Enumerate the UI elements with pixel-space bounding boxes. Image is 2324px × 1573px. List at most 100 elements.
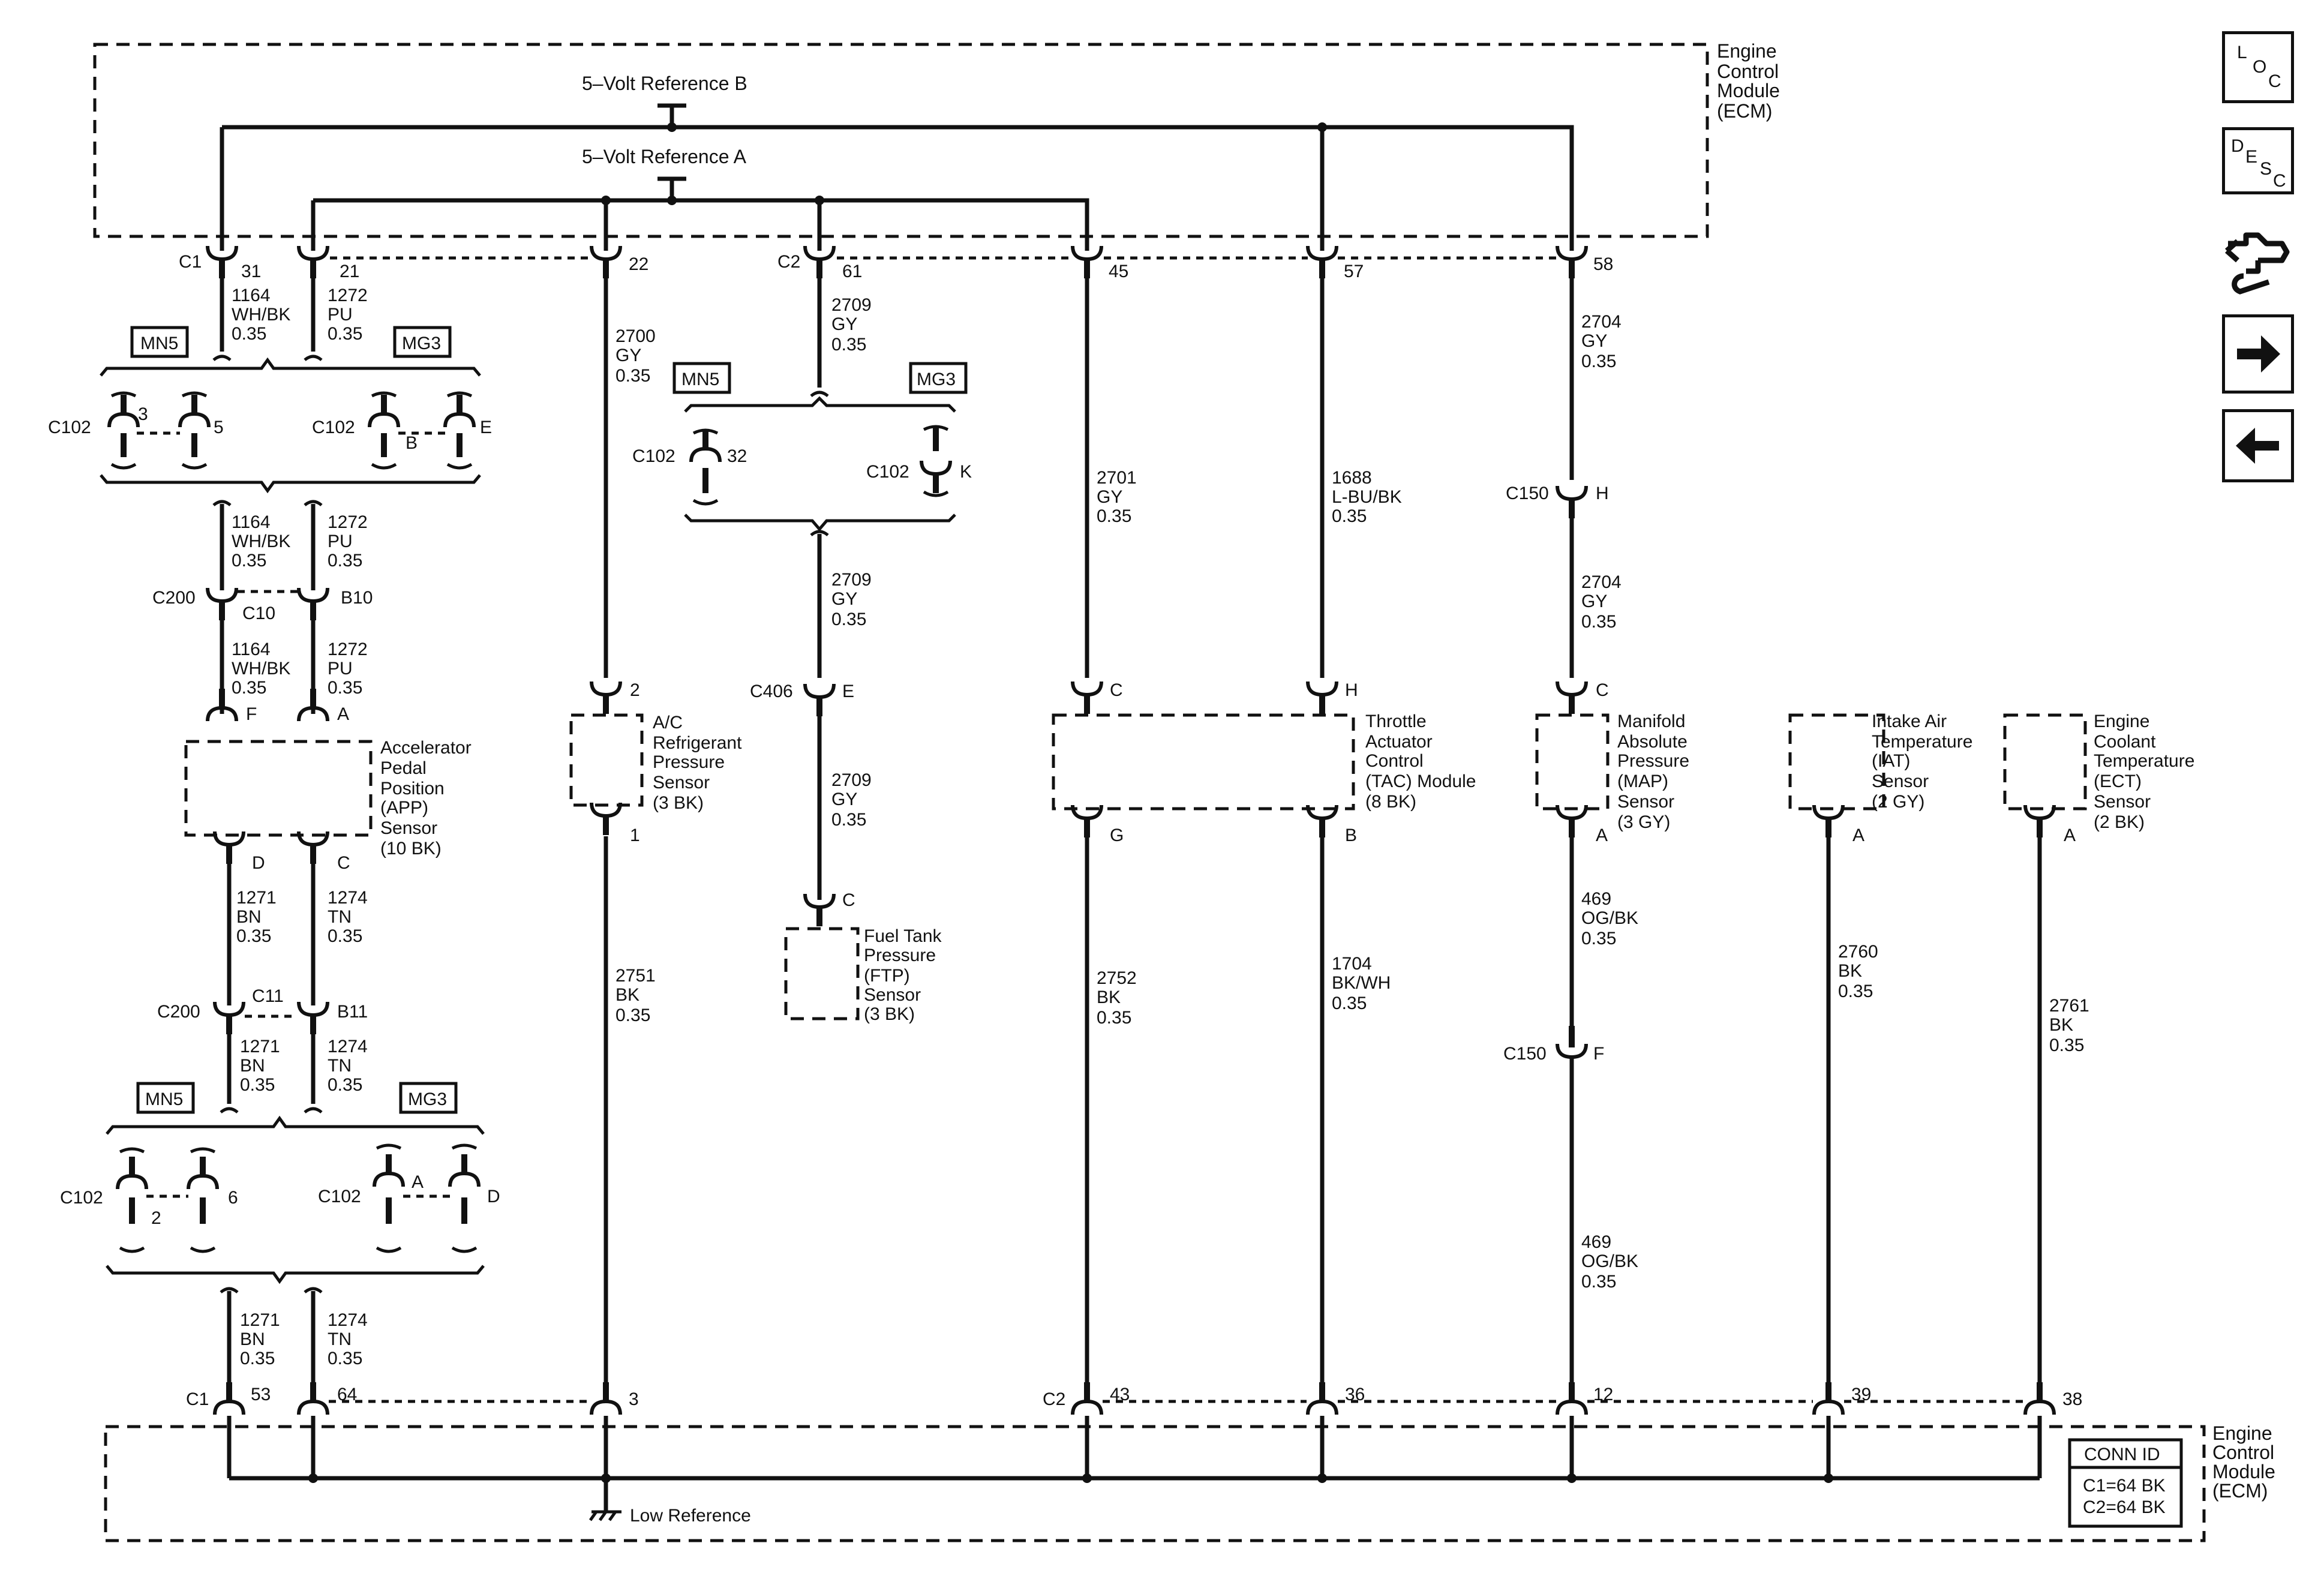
app-wires-signal-2 bbox=[227, 1034, 316, 1104]
svg-text:1271: 1271 bbox=[240, 1037, 280, 1056]
svg-text:469: 469 bbox=[1581, 1232, 1611, 1252]
app-wires-middle bbox=[220, 504, 316, 590]
svg-text:1272: 1272 bbox=[328, 286, 368, 305]
svg-text:Sensor: Sensor bbox=[653, 773, 710, 792]
splice-ref-b bbox=[667, 122, 677, 132]
svg-text:D: D bbox=[487, 1187, 500, 1206]
svg-text:2700: 2700 bbox=[615, 326, 656, 346]
svg-text:(FTP): (FTP) bbox=[864, 966, 910, 986]
svg-text:Refrigerant: Refrigerant bbox=[653, 733, 742, 753]
svg-text:0.35: 0.35 bbox=[615, 366, 650, 386]
svg-text:1164: 1164 bbox=[232, 286, 271, 305]
svg-text:53: 53 bbox=[251, 1385, 271, 1404]
svg-text:CONN ID: CONN ID bbox=[2084, 1445, 2160, 1464]
ecm-top-label: Engine Control Module (ECM) bbox=[1717, 40, 1780, 122]
svg-text:C2: C2 bbox=[1043, 1389, 1065, 1409]
svg-text:0.35: 0.35 bbox=[1581, 929, 1616, 948]
intake-air-temperature-sensor: Intake Air Temperature (IAT) Sensor (2 G… bbox=[1788, 712, 1972, 845]
svg-text:C150: C150 bbox=[1506, 484, 1549, 503]
svg-text:(2 BK): (2 BK) bbox=[2094, 812, 2145, 832]
svg-text:0.35: 0.35 bbox=[232, 678, 266, 698]
svg-text:BK: BK bbox=[615, 985, 639, 1005]
svg-text:D: D bbox=[252, 853, 265, 873]
svg-text:2704: 2704 bbox=[1581, 312, 1622, 332]
ref-a-label: 5–Volt Reference A bbox=[582, 146, 747, 167]
svg-text:GY: GY bbox=[1581, 331, 1607, 351]
svg-text:BK: BK bbox=[1097, 987, 1121, 1007]
svg-text:WH/BK: WH/BK bbox=[232, 659, 290, 679]
svg-text:1: 1 bbox=[630, 825, 640, 845]
svg-text:0.35: 0.35 bbox=[1581, 352, 1616, 371]
low-reference-label: Low Reference bbox=[630, 1506, 751, 1526]
loc-button[interactable]: L O C bbox=[2222, 31, 2294, 103]
c406-connector: C406 E bbox=[750, 682, 854, 716]
svg-text:0.35: 0.35 bbox=[1097, 506, 1131, 526]
svg-text:3: 3 bbox=[629, 1389, 639, 1409]
svg-text:Manifold: Manifold bbox=[1617, 712, 1685, 731]
svg-text:B11: B11 bbox=[337, 1002, 368, 1022]
svg-text:C: C bbox=[2268, 71, 2281, 91]
svg-text:BK: BK bbox=[1838, 961, 1862, 981]
svg-text:Engine: Engine bbox=[2094, 712, 2149, 731]
svg-text:Sensor: Sensor bbox=[1617, 792, 1674, 812]
svg-text:Temperature: Temperature bbox=[1872, 732, 1972, 752]
svg-text:1164: 1164 bbox=[232, 640, 271, 659]
svg-text:2709: 2709 bbox=[831, 295, 872, 315]
svg-text:0.35: 0.35 bbox=[1097, 1008, 1131, 1028]
component-view-button[interactable] bbox=[2222, 217, 2294, 295]
svg-text:2: 2 bbox=[151, 1208, 161, 1228]
svg-text:BK/WH: BK/WH bbox=[1332, 973, 1391, 993]
ref-b-label: 5–Volt Reference B bbox=[582, 73, 747, 94]
svg-text:B: B bbox=[406, 433, 418, 453]
svg-text:0.35: 0.35 bbox=[236, 926, 271, 946]
svg-text:Control: Control bbox=[2212, 1442, 2274, 1463]
svg-text:F: F bbox=[1593, 1044, 1604, 1064]
svg-text:(TAC) Module: (TAC) Module bbox=[1365, 772, 1476, 791]
svg-text:Pressure: Pressure bbox=[1617, 751, 1689, 771]
svg-text:GY: GY bbox=[1581, 592, 1607, 611]
component-view-icon bbox=[2225, 232, 2290, 295]
next-button[interactable] bbox=[2222, 314, 2294, 394]
svg-text:C: C bbox=[2273, 171, 2286, 191]
svg-text:(10 BK): (10 BK) bbox=[380, 839, 442, 858]
svg-text:5: 5 bbox=[214, 418, 224, 437]
svg-text:0.35: 0.35 bbox=[615, 1005, 650, 1025]
svg-text:F: F bbox=[246, 704, 257, 724]
previous-button[interactable] bbox=[2222, 409, 2294, 482]
svg-text:C1: C1 bbox=[179, 252, 202, 272]
svg-text:C102: C102 bbox=[60, 1188, 103, 1208]
c150-connector-lower: C150 F bbox=[1503, 1026, 1604, 1064]
svg-text:GY: GY bbox=[831, 789, 857, 809]
svg-text:WH/BK: WH/BK bbox=[232, 532, 290, 551]
svg-text:A: A bbox=[1852, 825, 1864, 845]
svg-text:(2 GY): (2 GY) bbox=[1872, 792, 1924, 812]
ac-refrigerant-pressure-sensor: 2 A/C Refrigerant Pressure Sensor (3 BK)… bbox=[569, 680, 742, 845]
app-sensor: F A Accelerator Pedal Position (APP) Sen… bbox=[184, 689, 472, 873]
mn5-mg3-option-block-1: MN5 MG3 C102 3 5 C102 B E bbox=[48, 326, 492, 494]
svg-text:BN: BN bbox=[236, 907, 262, 927]
svg-text:(8 BK): (8 BK) bbox=[1365, 792, 1416, 812]
ecm-top-boundary bbox=[93, 43, 1709, 238]
svg-text:12: 12 bbox=[1593, 1385, 1613, 1404]
svg-text:OG/BK: OG/BK bbox=[1581, 1251, 1638, 1271]
svg-text:0.35: 0.35 bbox=[328, 1349, 362, 1368]
svg-text:0.35: 0.35 bbox=[232, 324, 266, 344]
desc-button[interactable]: D E S C bbox=[2222, 127, 2294, 194]
svg-text:L-BU/BK: L-BU/BK bbox=[1332, 487, 1402, 507]
svg-text:0.35: 0.35 bbox=[831, 335, 866, 355]
